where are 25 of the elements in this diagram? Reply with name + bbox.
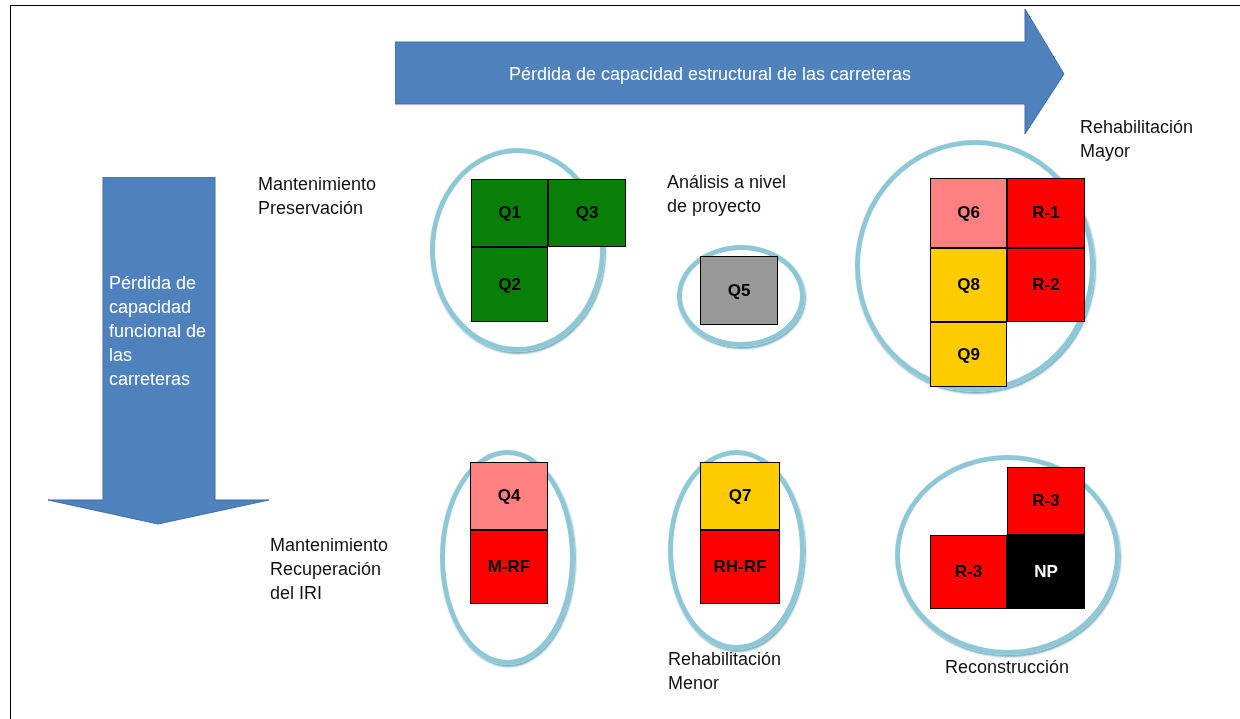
code-tile: Q5 <box>700 256 778 325</box>
arrow-label: Pérdida de capacidad estructural de las carreteras <box>507 63 913 86</box>
code-tile: Q8 <box>930 248 1007 322</box>
code-tile: Q9 <box>930 322 1007 387</box>
group-label: Rehabilitación Mayor <box>1080 116 1195 163</box>
arrow-label: Pérdida de capacidad funcional de las carreteras <box>109 272 208 391</box>
code-tile: Q7 <box>700 462 780 530</box>
code-tile: Q2 <box>471 247 548 322</box>
group-label: Reconstrucción <box>945 656 1071 679</box>
code-tile: Q1 <box>471 179 548 247</box>
code-tile: M-RF <box>470 530 548 604</box>
group-label: Mantenimiento Preservación <box>258 173 378 220</box>
code-tile: NP <box>1007 535 1085 609</box>
code-tile: Q3 <box>548 179 626 247</box>
group-label: Análisis a nivel de proyecto <box>667 171 788 218</box>
code-tile: Q6 <box>930 178 1007 248</box>
group-label: Rehabilitación Menor <box>668 648 783 695</box>
code-tile: R-3 <box>930 535 1007 609</box>
code-tile: R-1 <box>1007 178 1085 248</box>
group-label: Mantenimiento Recuperación del IRI <box>270 534 390 605</box>
code-tile: RH-RF <box>700 530 780 604</box>
code-tile: R-3 <box>1007 467 1085 535</box>
block-arrow <box>395 8 1065 135</box>
code-tile: R-2 <box>1007 248 1085 322</box>
code-tile: Q4 <box>470 462 548 530</box>
